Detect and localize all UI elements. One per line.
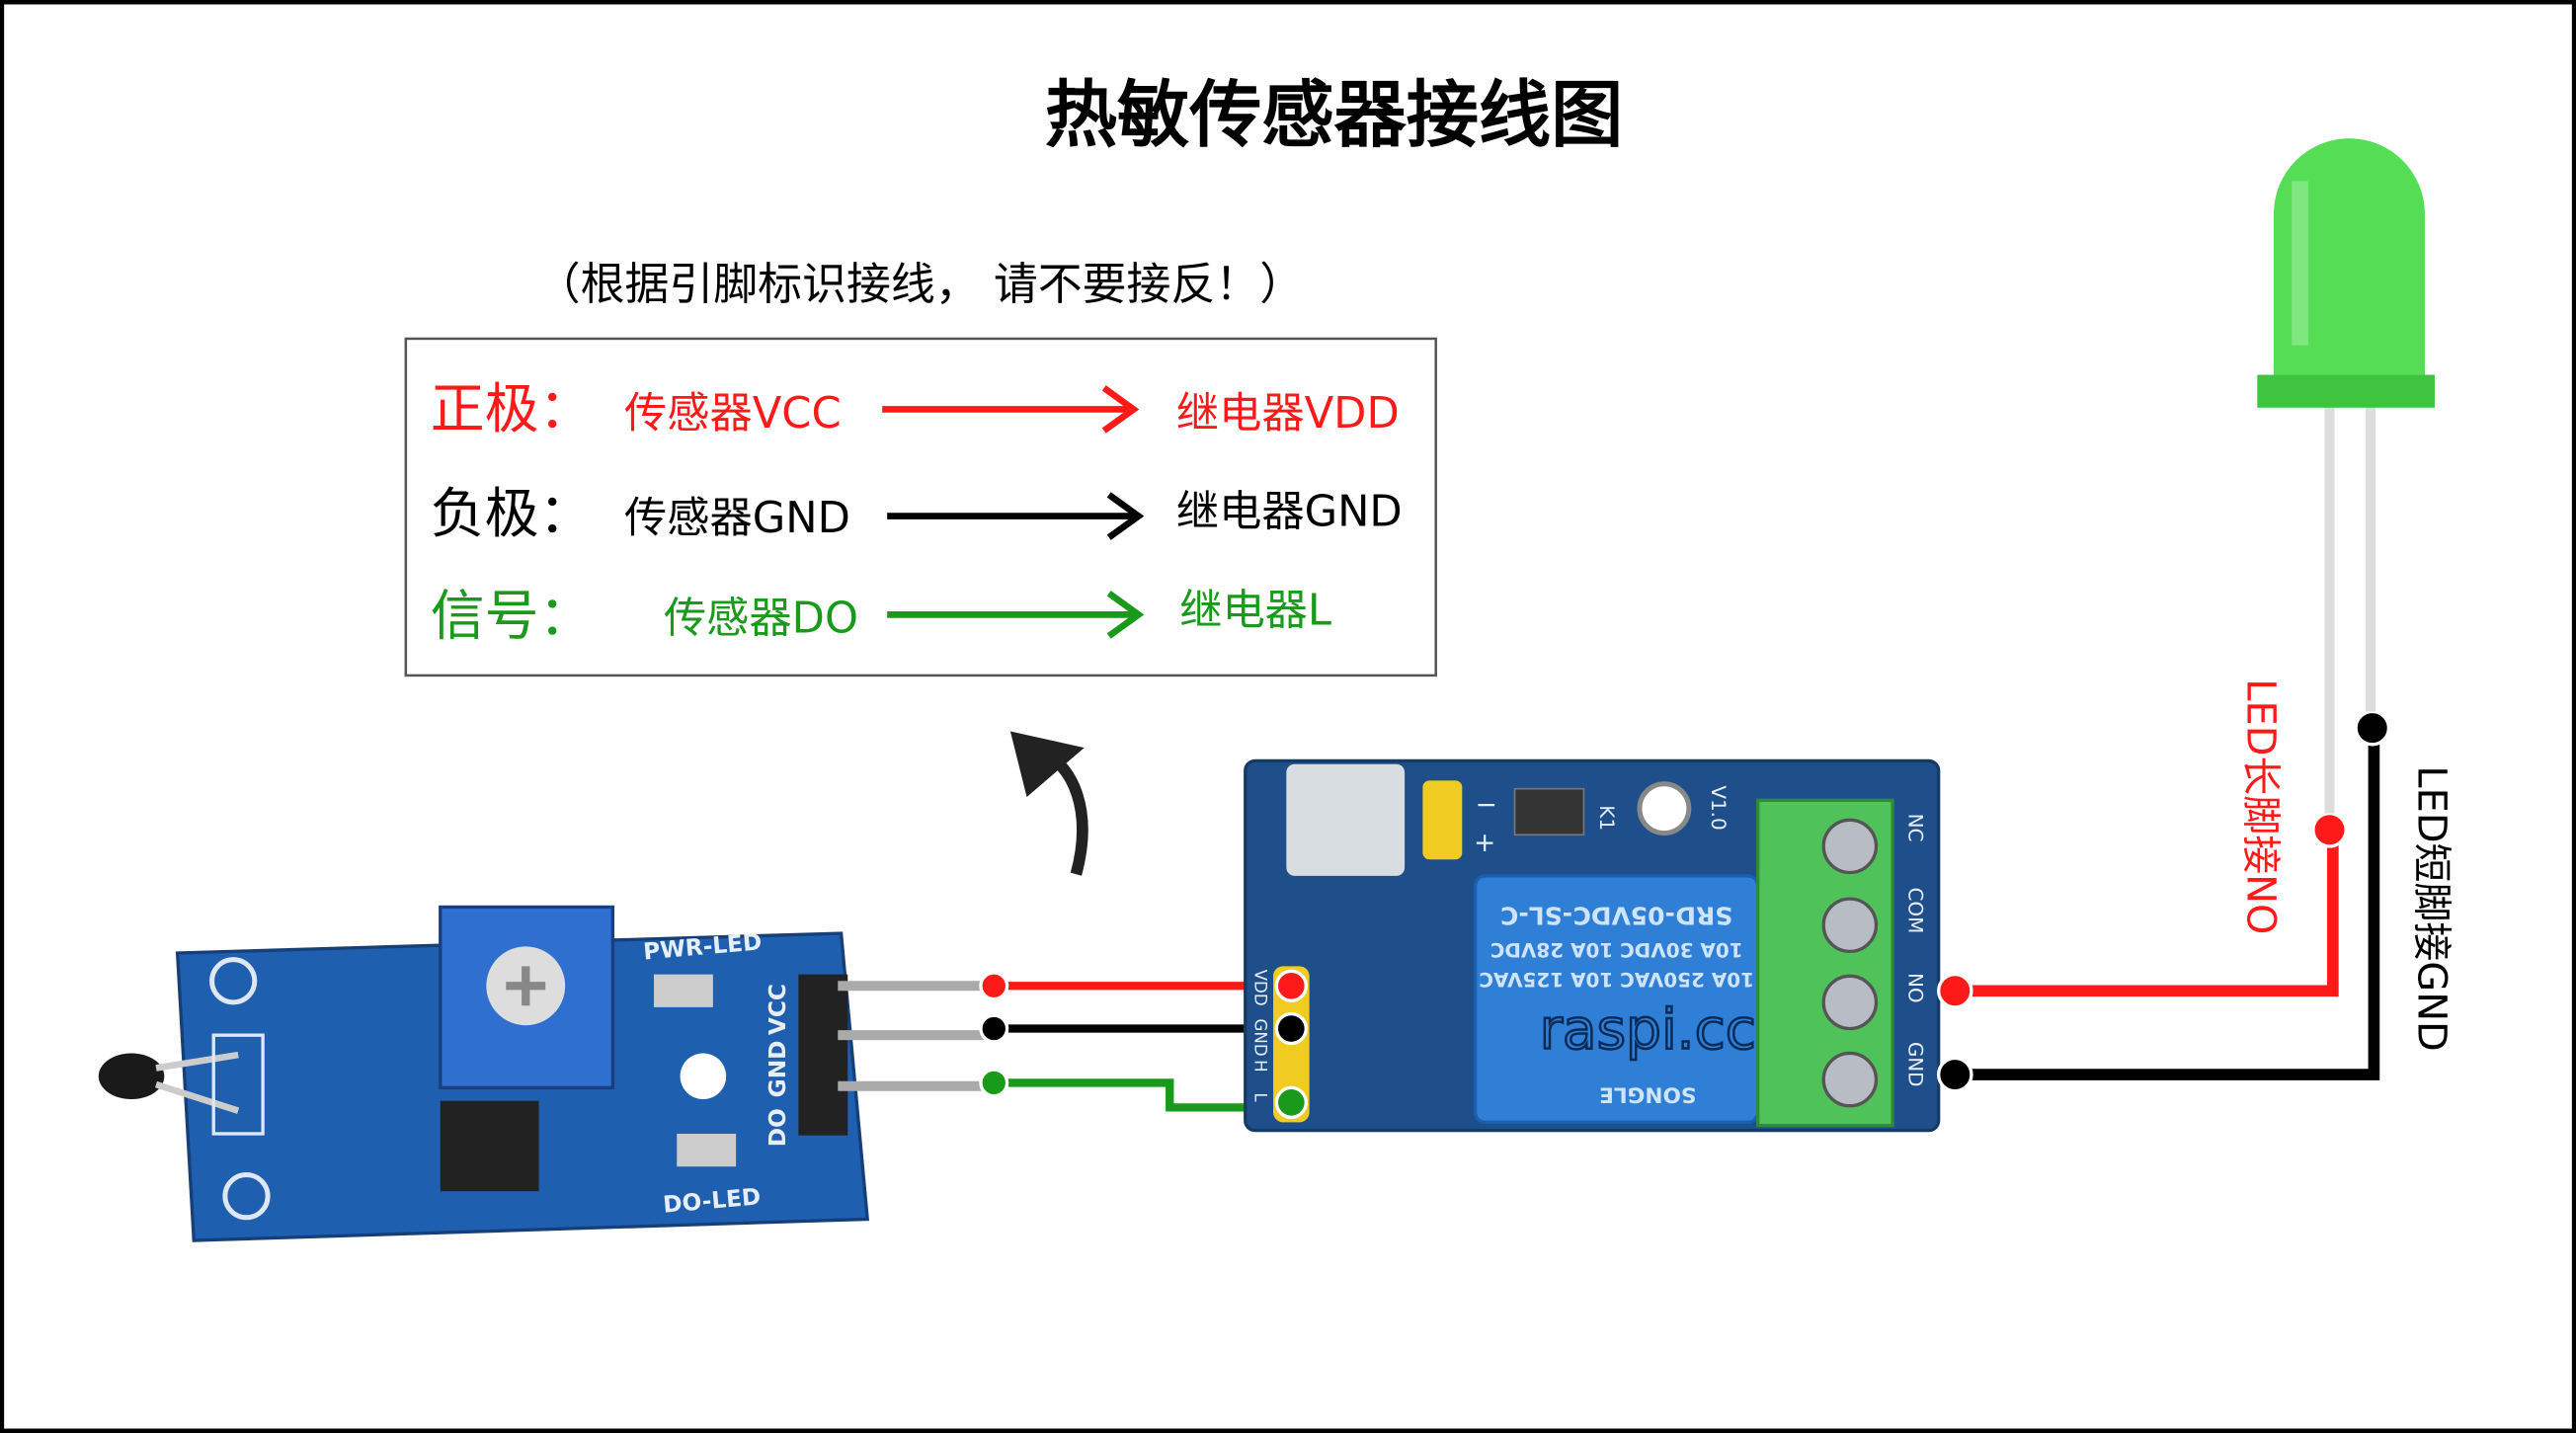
relay-pin-l: L bbox=[1251, 1092, 1270, 1102]
arrow-head-icon bbox=[1101, 385, 1140, 434]
k1-label: K1 bbox=[1595, 805, 1619, 831]
legend-box: 正极： 传感器VCC 继电器VDD 负极： 传感器GND 继电器GND 信号： … bbox=[404, 337, 1437, 677]
legend-from: 传感器VCC bbox=[624, 389, 842, 438]
green-led bbox=[2257, 138, 2435, 814]
wires bbox=[979, 971, 1290, 1112]
jumper-minus-label: − bbox=[1476, 790, 1497, 821]
led-short-leg-label: LED短脚接GND bbox=[2408, 765, 2454, 1051]
terminal-nc-label: NC bbox=[1904, 814, 1928, 842]
legend-label: 负极： bbox=[431, 482, 594, 545]
thermistor-sensor-module: PWR-LED DO-LED DO GND VCC bbox=[98, 905, 986, 1242]
legend-row-negative: 负极： 传感器GND 继电器GND bbox=[431, 482, 1403, 545]
legend-label: 信号： bbox=[431, 584, 594, 647]
relay-pin-h: H bbox=[1251, 1060, 1270, 1073]
terminal-gnd-label: GND bbox=[1904, 1042, 1928, 1087]
comparator-chip bbox=[440, 1100, 539, 1192]
jumper-plus-label: + bbox=[1474, 828, 1495, 858]
relay-pin-gnd: GND bbox=[1251, 1019, 1270, 1057]
relay-brand-label: SONGLE bbox=[1599, 1081, 1696, 1106]
version-label: V1.0 bbox=[1707, 785, 1731, 830]
sensor-pin-gnd: GND bbox=[765, 1040, 791, 1097]
wire-led-long bbox=[1955, 830, 2339, 997]
legend-to: 继电器VDD bbox=[1176, 389, 1400, 438]
legend-label: 正极： bbox=[431, 377, 594, 440]
usb-c-port bbox=[1286, 763, 1406, 876]
relay-rating-2: 10A 250VAC 10A 125VAC bbox=[1479, 968, 1754, 992]
wire-led-short bbox=[1955, 728, 2380, 1080]
page-title: 热敏传感器接线图 bbox=[1045, 74, 1623, 158]
legend-from: 传感器GND bbox=[624, 494, 850, 543]
subtitle: （根据引脚标识接线， 请不要接反！） bbox=[536, 258, 1304, 310]
terminal-com-label: COM bbox=[1904, 887, 1928, 933]
sensor-pin-vcc: VCC bbox=[765, 984, 791, 1035]
legend-to: 继电器GND bbox=[1176, 488, 1403, 537]
relay-rating-1: 10A 30VDC 10A 28VDC bbox=[1490, 938, 1743, 962]
arrow-head-icon bbox=[1106, 591, 1145, 639]
legend-row-signal: 信号： 传感器DO 继电器L bbox=[431, 584, 1331, 647]
legend-to: 继电器L bbox=[1179, 586, 1331, 635]
led-long-leg-label: LED长脚接NO bbox=[2237, 678, 2283, 934]
relay-model-label: SRD-05VDC-SL-C bbox=[1500, 901, 1732, 929]
arrow-head-icon bbox=[1106, 492, 1145, 540]
thermistor bbox=[98, 1053, 165, 1100]
terminal-no-label: NO bbox=[1904, 973, 1928, 1003]
relay-module: − + K1 V1.0 SRD-05VDC-SL-C 10A 30VDC 10A… bbox=[1244, 758, 1941, 1133]
sensor-pin-do: DO bbox=[765, 1108, 791, 1147]
relay-pin-vdd: VDD bbox=[1251, 970, 1270, 1006]
wire-signal bbox=[994, 1078, 1290, 1112]
power-jumper bbox=[1422, 780, 1463, 860]
watermark: raspi.cc bbox=[1540, 997, 1756, 1062]
curved-arrow-head-icon bbox=[1009, 731, 1085, 797]
legend-row-positive: 正极： 传感器VCC 继电器VDD bbox=[431, 377, 1400, 440]
legend-from: 传感器DO bbox=[664, 595, 858, 644]
